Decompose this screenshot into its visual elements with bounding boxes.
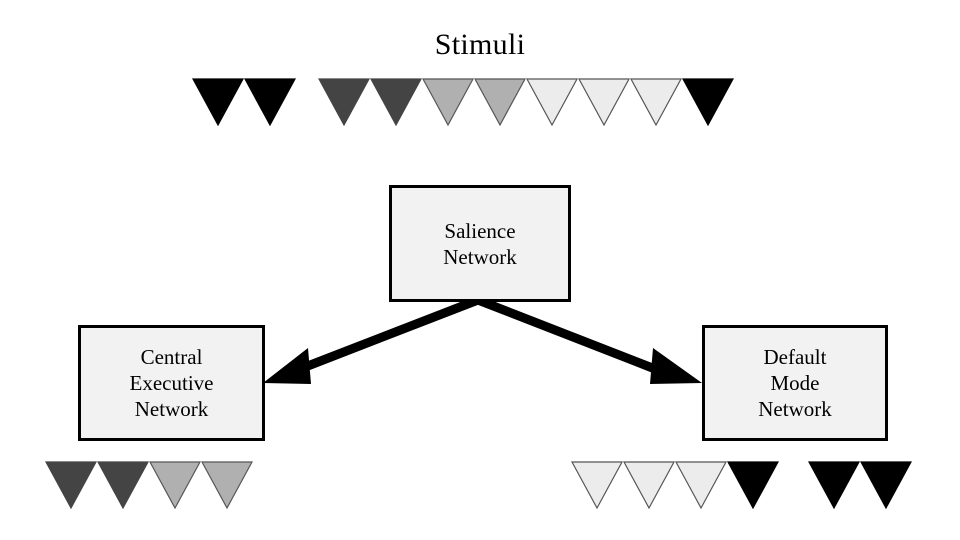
stimulus-triangle-light-gray: [526, 78, 578, 126]
stimulus-triangle-dark-gray: [370, 78, 422, 126]
stimulus-triangle-medium-gray: [422, 78, 474, 126]
stimulus-triangle-dark-gray: [45, 461, 97, 509]
stimulus-triangle-black: [682, 78, 734, 126]
node-salience-network-label: Salience Network: [443, 218, 517, 269]
stimulus-triangle-light-gray: [630, 78, 682, 126]
arrow-salience-to-central-executive: [263, 295, 480, 384]
stimulus-triangle-black: [808, 461, 860, 509]
stimuli-triangle-row: [192, 78, 734, 130]
node-central-executive-network[interactable]: Central Executive Network: [78, 325, 265, 441]
arrow-salience-to-default-mode: [476, 295, 702, 384]
stimulus-triangle-black: [860, 461, 912, 509]
stimulus-triangle-black: [192, 78, 244, 126]
stimulus-triangle-medium-gray: [149, 461, 201, 509]
stimulus-triangle-light-gray: [623, 461, 675, 509]
stimulus-triangle-black: [727, 461, 779, 509]
node-default-mode-network[interactable]: Default Mode Network: [702, 325, 888, 441]
stimulus-triangle-dark-gray: [97, 461, 149, 509]
stimulus-triangle-black: [244, 78, 296, 126]
stimulus-triangle-dark-gray: [318, 78, 370, 126]
stimulus-triangle-light-gray: [578, 78, 630, 126]
node-central-executive-network-label: Central Executive Network: [129, 345, 214, 421]
stimulus-triangle-medium-gray: [474, 78, 526, 126]
central-executive-triangle-row: [45, 461, 253, 513]
node-default-mode-network-label: Default Mode Network: [758, 345, 832, 421]
node-salience-network[interactable]: Salience Network: [389, 185, 571, 302]
stimulus-triangle-light-gray: [571, 461, 623, 509]
page-title: Stimuli: [434, 28, 526, 61]
default-mode-triangle-row: [571, 461, 912, 513]
stimulus-triangle-light-gray: [675, 461, 727, 509]
stimulus-triangle-medium-gray: [201, 461, 253, 509]
